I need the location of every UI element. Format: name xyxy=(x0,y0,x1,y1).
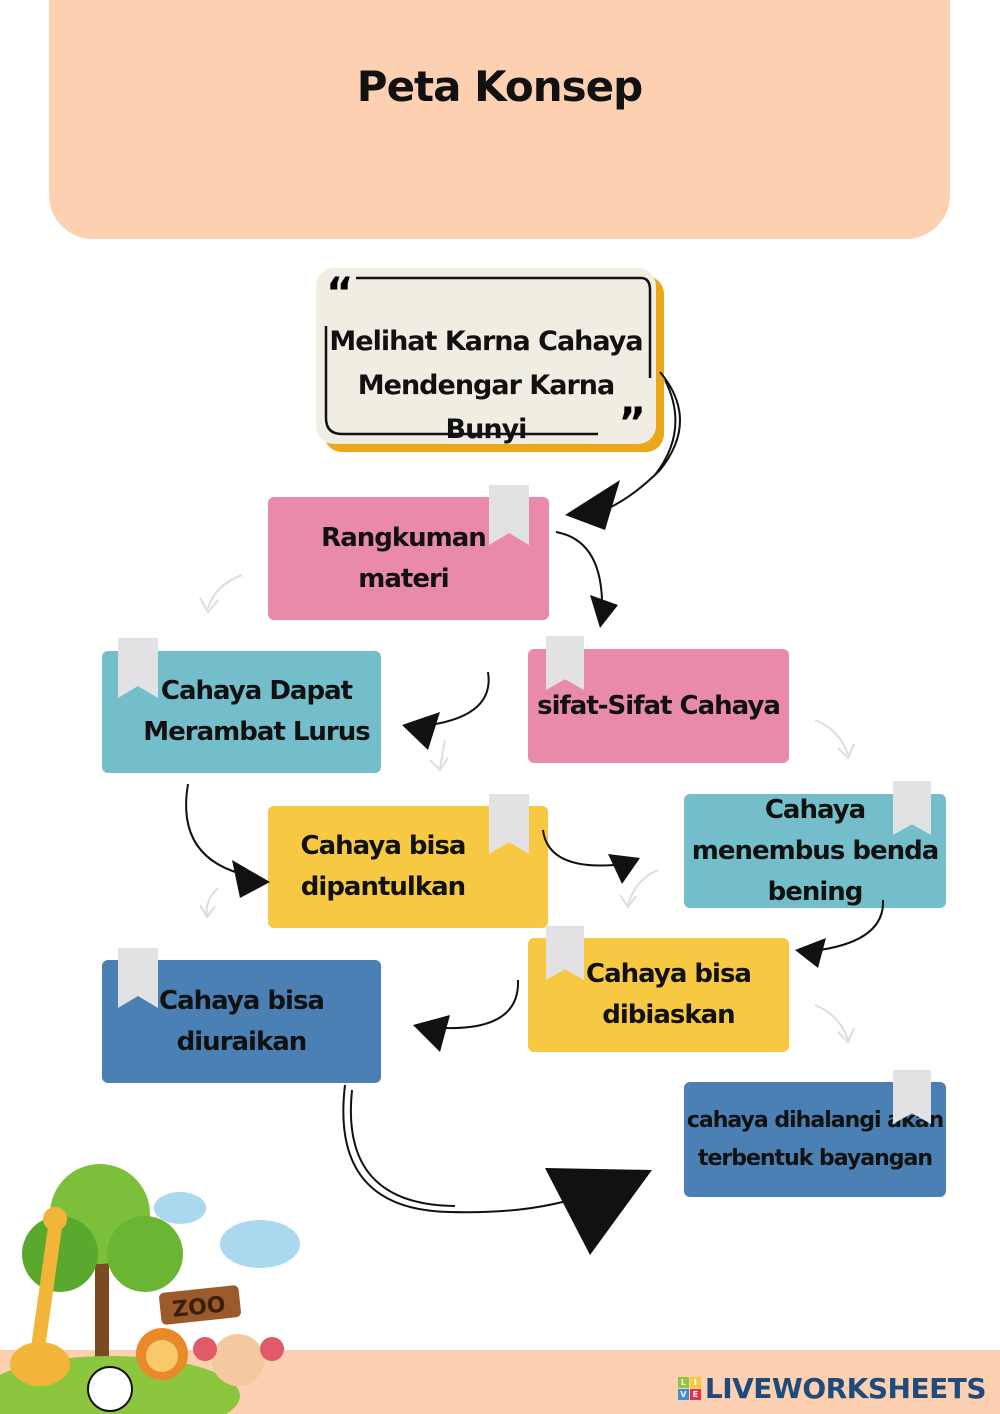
quote-text: Melihat Karna Cahaya Mendengar Karna Bun… xyxy=(316,320,656,452)
node-label: Cahaya bisa dibiaskan xyxy=(586,959,752,1030)
page-title: Peta Konsep xyxy=(356,62,643,111)
logo-icon: L I V E xyxy=(677,1377,701,1400)
logo-letter: I xyxy=(689,1377,701,1388)
node-bayangan: cahaya dihalangi akan terbentuk bayangan xyxy=(684,1082,946,1197)
open-quote-icon: “ xyxy=(326,268,354,317)
quote-line-1: Melihat Karna Cahaya xyxy=(329,326,643,357)
arrowhead-icon xyxy=(795,938,826,968)
arrow-rangkuman-to-sifat xyxy=(555,531,603,601)
node-label: Cahaya Dapat Merambat Lurus xyxy=(143,676,371,747)
arrowhead-icon xyxy=(608,854,640,884)
arrow-dibiaskan-to-diuraikan xyxy=(444,979,520,1030)
zoo-sign: ZOO xyxy=(171,1292,227,1322)
logo-letter: V xyxy=(677,1389,689,1400)
brand-name: LIVEWORKSHEETS xyxy=(704,1372,987,1405)
node-label: Cahaya bisa dipantulkan xyxy=(300,831,467,902)
node-label: cahaya dihalangi akan terbentuk bayangan xyxy=(686,1107,944,1171)
arrowhead-icon xyxy=(402,712,440,750)
arrowhead-icon xyxy=(545,1168,652,1255)
arrow-sifat-to-lurus xyxy=(429,671,490,726)
header-banner: Peta Konsep xyxy=(49,0,950,239)
arrow-diuraikan-to-bayangan xyxy=(342,1084,571,1214)
arrowhead-icon xyxy=(413,1015,450,1052)
node-menembus: Cahaya menembus benda bening xyxy=(684,794,946,908)
quote-frame xyxy=(324,276,652,436)
quote-line-2: Mendengar Karna Bunyi xyxy=(357,370,615,445)
node-label: sifat-Sifat Cahaya xyxy=(537,690,781,721)
arrowhead-icon xyxy=(565,480,620,530)
arrowhead-icon xyxy=(232,860,270,898)
node-diuraikan: Cahaya bisa diuraikan xyxy=(102,960,381,1083)
logo-letter: L xyxy=(677,1377,689,1388)
zoo-illustration: ZOO xyxy=(0,1164,300,1414)
arrow-dipantulkan-to-menembus xyxy=(542,829,616,867)
logo-letter: E xyxy=(689,1389,701,1400)
node-label: Rangkuman materi xyxy=(321,522,487,594)
arrow-lurus-to-dipantulkan xyxy=(185,783,251,877)
arrowhead-icon xyxy=(590,595,618,628)
quote-box: “ ” Melihat Karna Cahaya Mendengar Karna… xyxy=(316,268,656,447)
liveworksheets-logo[interactable]: L I V E LIVEWORKSHEETS xyxy=(677,1372,987,1405)
node-label: Cahaya bisa diuraikan xyxy=(159,985,325,1057)
